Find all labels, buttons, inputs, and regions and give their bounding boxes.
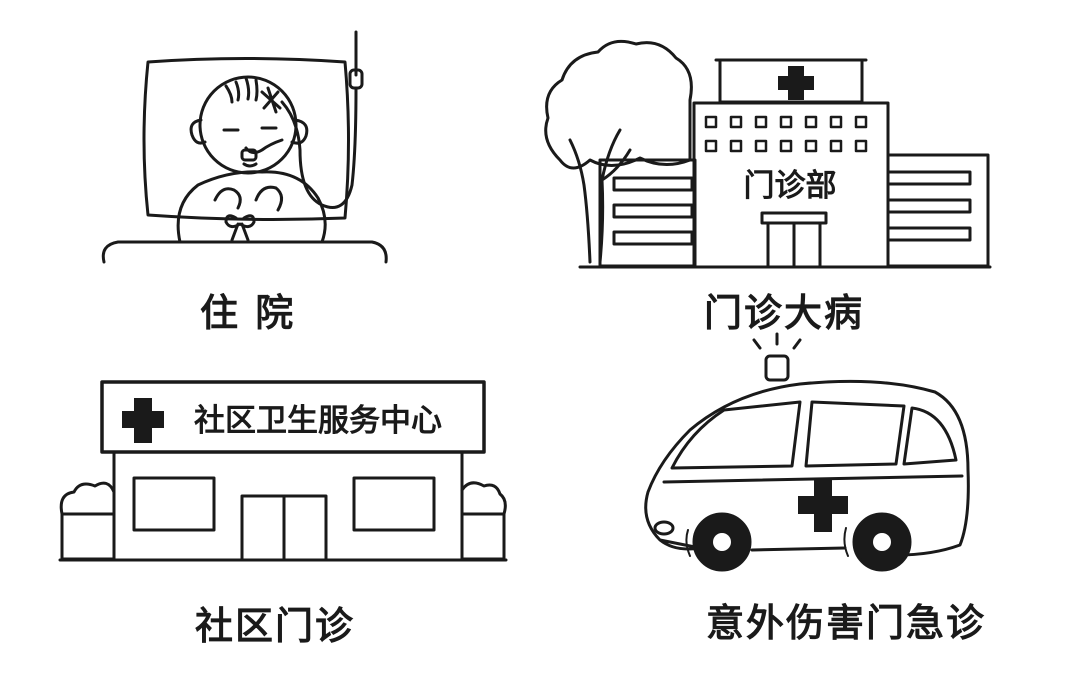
outpatient-building-sign: 门诊部 — [744, 168, 837, 204]
ambulance-side-window — [804, 400, 906, 468]
left-wing-window-3 — [612, 230, 694, 246]
ambulance-windshield — [670, 400, 802, 470]
bush-left — [59, 481, 116, 516]
nasal-tape — [240, 148, 258, 162]
ambulance-illustration — [644, 332, 970, 572]
caption-community-outpatient: 社区门诊 — [195, 604, 356, 648]
patient-body — [176, 170, 327, 244]
center-cross-icon — [122, 398, 164, 443]
patient-head — [198, 75, 298, 175]
wheel-rear-hub — [873, 533, 891, 551]
gown-bow — [224, 214, 256, 242]
speed-lines — [685, 527, 849, 557]
caption-accident-emergency: 意外伤害门急诊 — [706, 601, 987, 645]
left-wing-window-1 — [612, 176, 694, 192]
caption-inpatient: 住 院 — [200, 291, 296, 335]
center-window-right — [352, 476, 436, 532]
ambulance-siren — [764, 354, 790, 382]
center-building-body — [112, 450, 464, 562]
right-wing-window-2 — [886, 198, 972, 214]
patient-mouth — [242, 162, 258, 168]
patient-ear-left — [189, 118, 207, 145]
rooftop-cross-icon — [778, 66, 814, 100]
main-block-windows — [704, 115, 868, 153]
caption-outpatient-serious-illness: 门诊大病 — [704, 291, 865, 335]
bush-right — [460, 481, 507, 516]
outpatient-building-illustration: 门诊部 — [544, 39, 992, 269]
tree-trunk — [568, 128, 632, 264]
patient-hand-right — [254, 185, 283, 212]
patient-hair — [224, 76, 259, 104]
ambulance-rear-window — [902, 406, 958, 466]
bush-left-box — [60, 512, 116, 561]
right-wing-window-3 — [886, 226, 972, 242]
center-window-left — [132, 476, 216, 532]
patient-ear-right — [290, 118, 309, 145]
ambulance-cross-icon — [798, 480, 848, 532]
head-bandage — [260, 86, 282, 114]
left-wing-window-2 — [612, 203, 694, 219]
tree-canopy — [544, 39, 693, 170]
center-building-sign: 社区卫生服务中心 — [194, 403, 442, 439]
patient-hand-left — [213, 187, 242, 210]
inpatient-illustration — [101, 30, 388, 264]
community-center-illustration: 社区卫生服务中心 — [58, 380, 508, 562]
right-wing-window-1 — [886, 170, 972, 186]
ambulance-headlight — [653, 520, 675, 536]
pillow — [142, 57, 350, 221]
wheel-front-hub — [713, 533, 731, 551]
bed — [101, 240, 388, 264]
siren-rays — [752, 332, 802, 350]
ambulance-belt-line — [662, 474, 964, 484]
bush-right-box — [460, 512, 506, 561]
